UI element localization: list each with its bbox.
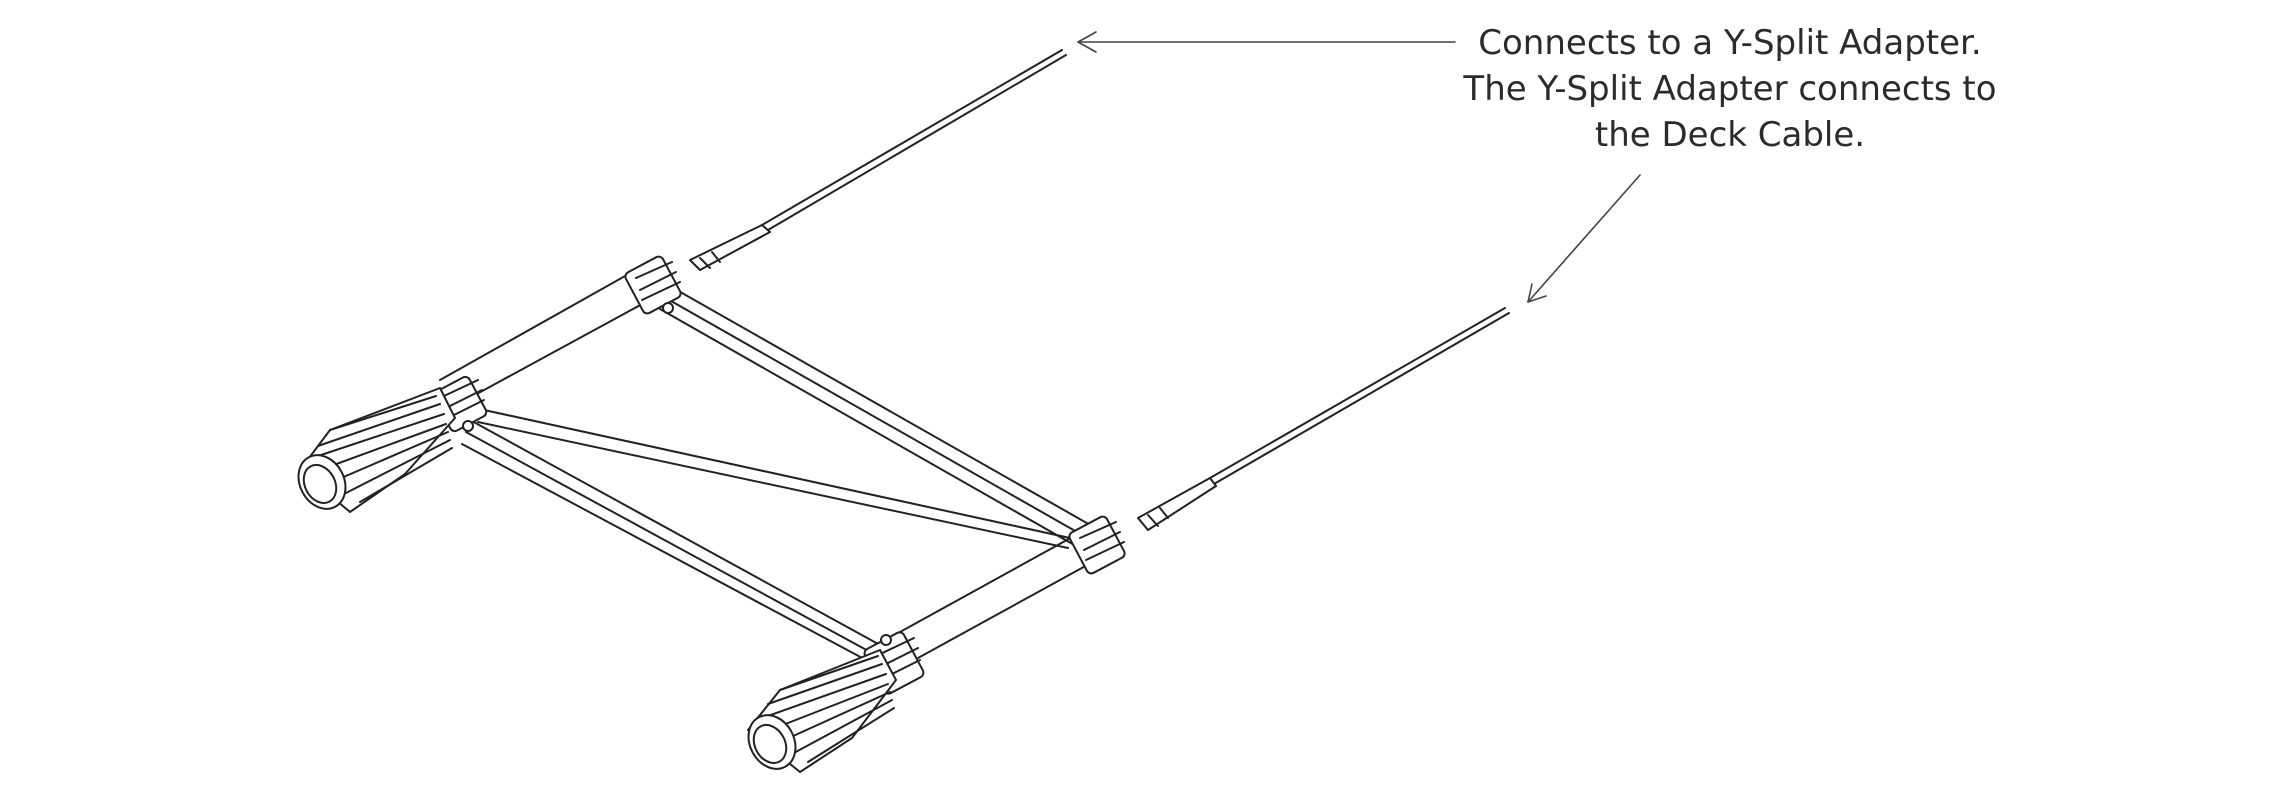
upper-front-clamp xyxy=(1068,515,1126,575)
diagonal-brace xyxy=(474,407,1071,549)
upper-rear-clamp xyxy=(624,255,682,315)
upper-cable xyxy=(689,49,1067,271)
rear-hydrophone xyxy=(297,387,456,513)
lower-side-rail xyxy=(461,419,881,661)
front-hydrophone xyxy=(747,649,897,773)
callout-line-2: The Y-Split Adapter connects to xyxy=(1463,69,1997,109)
callout-text: Connects to a Y-Split Adapter. The Y-Spl… xyxy=(1420,20,2040,158)
lower-cable xyxy=(1137,307,1510,531)
front-tube xyxy=(899,529,1101,659)
callout-line-1: Connects to a Y-Split Adapter. xyxy=(1478,23,1982,63)
callout-arrow-lower xyxy=(1527,174,1641,303)
rear-tube xyxy=(439,261,669,403)
upper-side-rail xyxy=(659,284,1093,547)
callout-line-3: the Deck Cable. xyxy=(1594,115,1866,155)
callout-arrow-upper xyxy=(1077,31,1456,53)
